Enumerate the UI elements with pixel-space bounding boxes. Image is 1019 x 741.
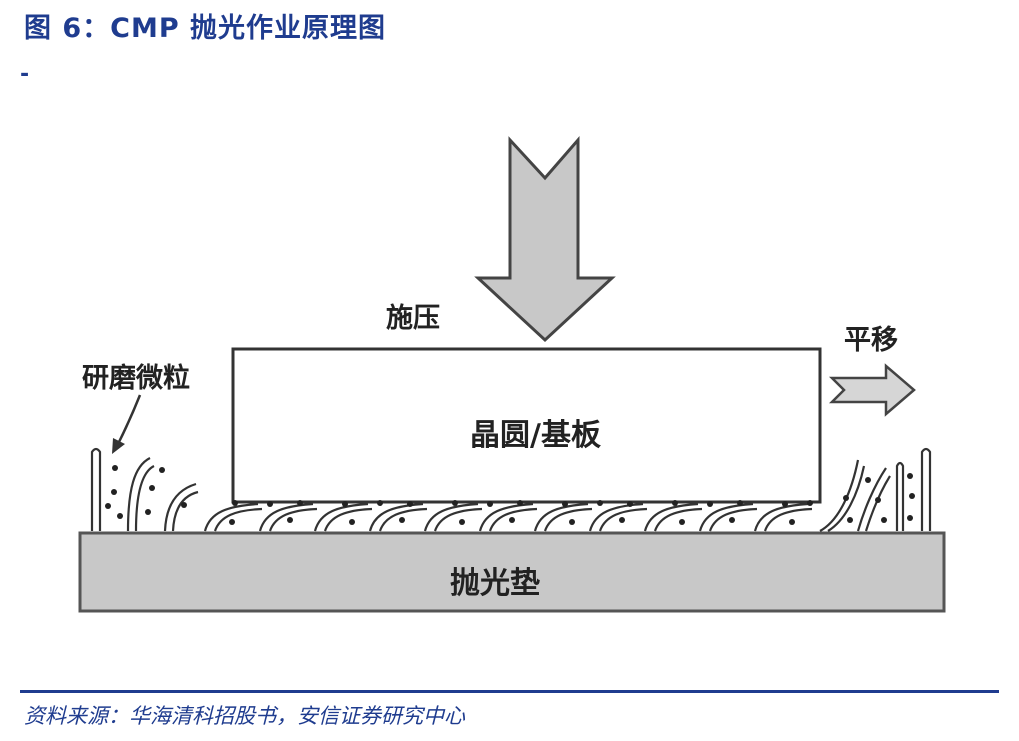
footer-rule (20, 690, 999, 693)
wafer-label: 晶圆/基板 (470, 418, 601, 453)
abrasive-particles (105, 465, 915, 525)
translate-label: 平移 (844, 325, 898, 356)
particles-pointer-head (112, 438, 125, 454)
pressure-arrow-icon (474, 135, 616, 343)
abrasive-particles-label: 研磨微粒 (82, 363, 190, 394)
title-dash: - (20, 62, 30, 87)
particles-pointer (116, 394, 142, 445)
figure-title: 图 6：CMP 抛光作业原理图 (24, 13, 387, 44)
source-note: 资料来源：华海清科招股书，安信证券研究中心 (24, 704, 465, 728)
polishing-pad-label: 抛光垫 (450, 566, 540, 601)
translate-arrow-icon (828, 363, 916, 417)
pad-fibers (90, 447, 932, 532)
pressure-label: 施压 (386, 303, 440, 334)
wafer-substrate (231, 347, 822, 504)
polishing-pad (78, 531, 946, 613)
